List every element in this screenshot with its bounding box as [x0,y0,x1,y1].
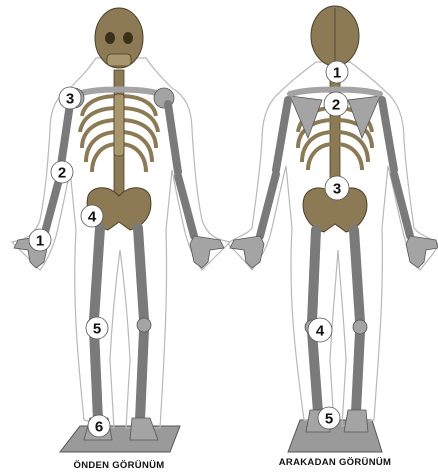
front-marker-3-label: 3 [66,91,74,108]
back-marker-1: 1 [326,61,348,83]
front-marker-6-label: 6 [95,419,103,436]
front-jaw [107,54,131,66]
front-marker-1: 1 [29,229,51,251]
front-marker-5: 5 [86,317,108,339]
back-marker-4: 4 [308,318,332,342]
back-knee-right [353,320,367,334]
back-hands [230,236,438,268]
front-marker-6: 6 [88,415,110,437]
back-scapula-right [348,96,380,138]
front-marker-3: 3 [59,87,81,109]
back-scapula-left [290,96,322,138]
back-marker-5-label: 5 [325,411,333,428]
back-marker-3: 3 [325,176,349,200]
front-floor-plate [60,426,180,452]
front-marker-2-label: 2 [58,165,66,182]
front-eye-right [123,32,133,44]
back-marker-1-label: 1 [333,65,341,82]
front-sternum [114,94,124,156]
front-marker-4: 4 [81,205,103,227]
back-marker-4-label: 4 [316,323,325,340]
back-marker-5: 5 [318,407,340,429]
back-marker-3-label: 3 [333,181,341,198]
front-knee-right [137,318,151,332]
front-marker-5-label: 5 [93,321,101,338]
back-view: 1 2 3 4 5 ARAKADAN GÖRÜNÜM [228,6,438,468]
back-marker-2-label: 2 [332,97,340,114]
back-view-caption: ARAKADAN GÖRÜNÜM [279,457,391,468]
front-marker-2: 2 [51,161,73,183]
front-eye-left [105,32,115,44]
front-marker-4-label: 4 [88,209,97,226]
front-view: 3 2 4 1 5 6 ÖNDEN GÖRÜNÜM [12,8,230,471]
back-marker-2: 2 [324,92,348,116]
front-view-caption: ÖNDEN GÖRÜNÜM [74,460,165,471]
front-marker-1-label: 1 [36,233,44,250]
